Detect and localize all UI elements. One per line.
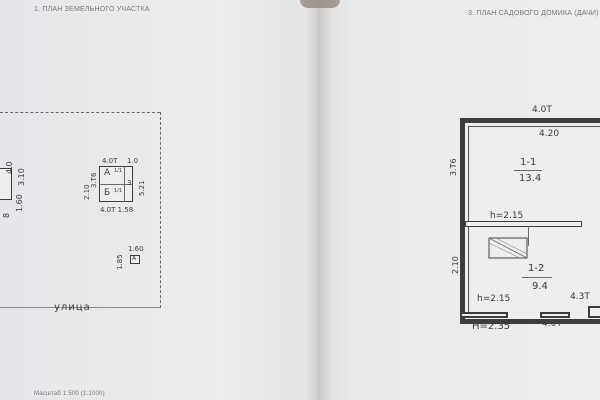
- ceiling-height-lower: h=2.15: [477, 294, 511, 304]
- room-2-fraction-line: [522, 277, 552, 278]
- house-top-outer-dim: 4.0Т: [532, 105, 552, 115]
- shed-width-dim: 1.60: [128, 245, 144, 253]
- left-page: [0, 0, 318, 400]
- house-top-dim: 4.0Т: [102, 157, 118, 165]
- street-label: улица: [54, 302, 91, 313]
- room-2-area: 9.4: [532, 281, 548, 292]
- plot-boundary-top: [0, 112, 160, 113]
- house-room-b: Б: [104, 188, 111, 198]
- page-gutter: [305, 0, 331, 400]
- bottom-wall-mid: [540, 312, 570, 318]
- house-bottom-right-dim: 4.3Т: [570, 292, 590, 302]
- house-top-right-dim: 1.0: [127, 157, 139, 165]
- ceiling-height-upper: h=2.15: [490, 211, 524, 221]
- room-2-id: 1-2: [528, 263, 545, 274]
- left-page-heading: 1. ПЛАН ЗЕМЕЛЬНОГО УЧАСТКА: [34, 6, 150, 13]
- house-room-a-frac: 1/1: [114, 168, 123, 174]
- house-side-wall: [124, 166, 125, 202]
- house-left-lower-dim-right: 2.10: [451, 256, 460, 274]
- plot-boundary-bottom: [0, 307, 160, 308]
- partition-wall: [465, 221, 582, 227]
- right-page-heading: 3. ПЛАН САДОВОГО ДОМИКА (ДАЧИ): [468, 10, 599, 17]
- house-bottom-outer-dim: 4.0Т: [542, 319, 562, 329]
- bottom-wall-right: [588, 306, 600, 318]
- room-1-area: 13.4: [519, 173, 542, 184]
- scale-note: Масштаб 1:500 (1:1000): [34, 391, 105, 397]
- house-room-a: А: [104, 168, 111, 178]
- house-top-inner-dim: 4.20: [539, 129, 560, 139]
- shed-outline: [130, 255, 140, 264]
- house-height-total: H=2.35: [472, 321, 511, 332]
- house-room-b-frac: 1/1: [114, 188, 123, 194]
- inner-wall-top: [468, 126, 600, 127]
- house-bottom-dim: 4.0Т 1.58: [100, 206, 134, 214]
- house-divider: [99, 184, 133, 185]
- room-1-id: 1-1: [520, 157, 537, 168]
- background-object: [300, 0, 340, 8]
- door-jamb: [528, 226, 529, 246]
- room-1-fraction-line: [514, 170, 542, 171]
- neighbor-building: [0, 168, 12, 200]
- house-mark-right: 3: [127, 179, 132, 187]
- shed-label: А: [132, 255, 137, 262]
- plot-boundary-right: [160, 112, 161, 308]
- bottom-wall-left: [460, 312, 508, 318]
